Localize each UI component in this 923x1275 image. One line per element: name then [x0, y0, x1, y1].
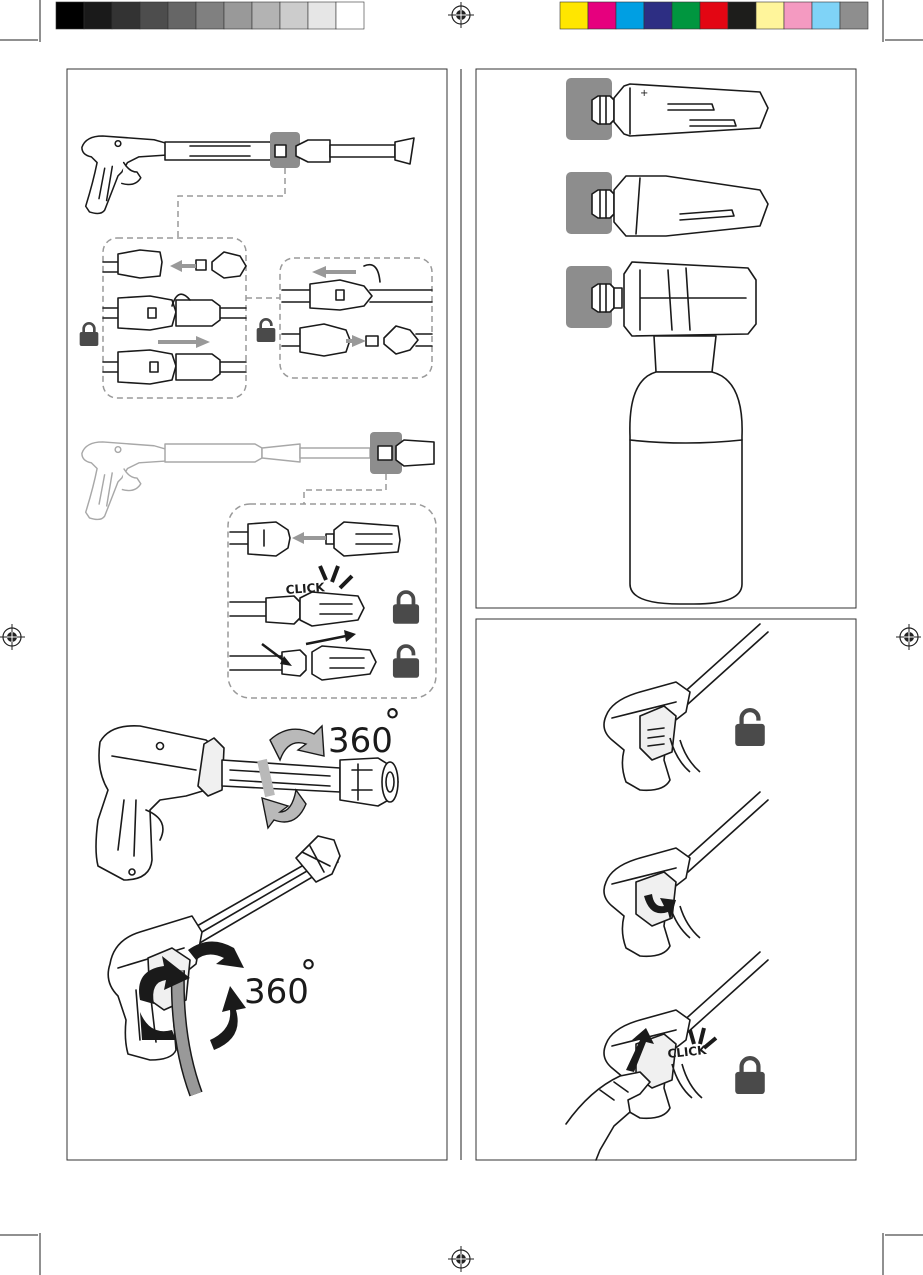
- lock-open-icon: [393, 646, 419, 678]
- calibration-swatch: [560, 2, 588, 29]
- callout-line: [304, 474, 386, 504]
- lock-closed-icon: [80, 323, 99, 346]
- calibration-swatch: [840, 2, 868, 29]
- registration-mark-icon: [448, 1246, 474, 1272]
- calibration-swatch: [84, 2, 112, 29]
- rotate-arrow-icon: [210, 986, 246, 1050]
- calibration-swatch: [812, 2, 840, 29]
- calibration-swatch: [700, 2, 728, 29]
- foam-bottle-accessory: [566, 262, 756, 604]
- rotate-arrow-icon: [364, 265, 380, 282]
- trigger-lock-step-2: [604, 792, 768, 956]
- calibration-swatch: [644, 2, 672, 29]
- lance-detach-step-2: [103, 294, 246, 330]
- calibration-swatch: [140, 2, 168, 29]
- arrow-icon: [158, 336, 210, 348]
- lance-detach-step-3: [103, 336, 246, 384]
- calibration-swatch: [784, 2, 812, 29]
- nozzle-step-3: [230, 630, 376, 680]
- gun-with-nozzle-illustration: [82, 432, 434, 519]
- calibration-swatch: [224, 2, 252, 29]
- registration-mark-icon: [448, 2, 474, 28]
- calibration-swatch: [616, 2, 644, 29]
- click-label: CLICK: [285, 580, 326, 597]
- trigger-lock-step-3: CLICK: [566, 952, 768, 1160]
- calibration-swatch: [728, 2, 756, 29]
- lock-closed-icon: [735, 1058, 765, 1094]
- trigger-lock-step-1: [604, 624, 768, 790]
- arrow-icon: [312, 266, 356, 278]
- degree-symbol: °: [300, 953, 317, 993]
- degree-symbol: °: [384, 702, 401, 742]
- gun-with-lance-illustration: [82, 132, 414, 213]
- registration-mark-icon: [896, 624, 921, 650]
- calibration-swatch: [588, 2, 616, 29]
- lance-attach-step-1: [282, 265, 432, 310]
- nozzle-accessory-2: [566, 172, 768, 236]
- grayscale-calibration-bar: [56, 2, 364, 29]
- calibration-swatch: [252, 2, 280, 29]
- lock-open-icon: [735, 710, 765, 746]
- nozzle-step-1: [230, 522, 400, 556]
- calibration-swatch: [672, 2, 700, 29]
- arrow-icon: [292, 532, 326, 544]
- callout-line: [178, 168, 285, 238]
- arrow-icon: [170, 260, 196, 272]
- calibration-swatch: [196, 2, 224, 29]
- lance-attach-step-2: [282, 324, 432, 356]
- calibration-swatch: [112, 2, 140, 29]
- calibration-swatch: [168, 2, 196, 29]
- nozzle-step-2: CLICK: [230, 566, 364, 626]
- calibration-swatch: [336, 2, 364, 29]
- calibration-swatch: [308, 2, 336, 29]
- lance-detach-step-1: [103, 250, 246, 278]
- color-calibration-bar: [560, 2, 868, 29]
- callout-box-unlock: [280, 258, 432, 378]
- registration-mark-icon: [0, 624, 25, 650]
- svg-text:+: +: [640, 88, 648, 99]
- lock-closed-icon: [393, 592, 419, 624]
- click-label: CLICK: [667, 1043, 708, 1061]
- calibration-swatch: [56, 2, 84, 29]
- lock-open-icon: [257, 319, 276, 342]
- calibration-swatch: [756, 2, 784, 29]
- rotate-arrow-icon: [270, 726, 324, 760]
- calibration-swatch: [280, 2, 308, 29]
- nozzle-accessory-1: +: [566, 78, 768, 140]
